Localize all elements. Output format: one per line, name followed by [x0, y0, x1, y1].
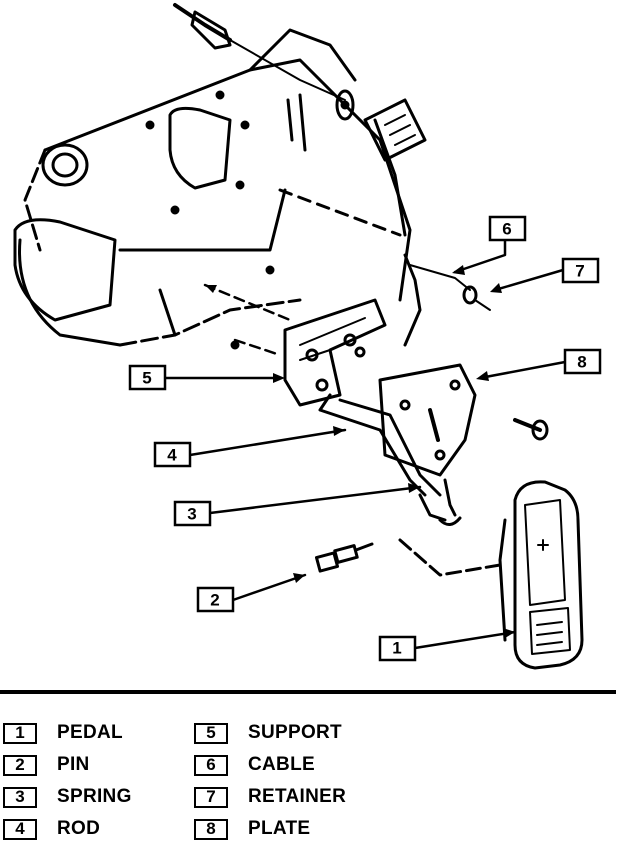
legend-number: 3	[3, 786, 37, 808]
legend-label: RETAINER	[248, 786, 347, 807]
accelerator-pedal-diagram: 1 2 3 4 5 6 7 8	[0, 3, 616, 694]
legend-item-pedal: 1 PEDAL	[3, 720, 123, 746]
callout-6: 6	[502, 220, 511, 239]
legend-label: PLATE	[248, 818, 311, 839]
legend-item-rod: 4 ROD	[3, 816, 100, 842]
return-spring	[438, 478, 462, 526]
pedal	[498, 480, 584, 670]
legend-item-pin: 2 PIN	[3, 752, 90, 778]
firewall-panel	[13, 28, 412, 350]
legend-label: CABLE	[248, 754, 315, 775]
callout-boxes: 1 2 3 4 5 6 7 8	[128, 215, 602, 662]
legend-label: PEDAL	[57, 722, 123, 743]
mounting-plate	[378, 363, 549, 477]
leader-lines	[161, 238, 567, 650]
cable-end	[403, 253, 491, 347]
callout-4: 4	[167, 446, 177, 465]
legend-number: 2	[3, 754, 37, 776]
legend-label: SPRING	[57, 786, 132, 807]
legend-item-spring: 3 SPRING	[3, 784, 132, 810]
legend-label: SUPPORT	[248, 722, 342, 743]
legend-item-support: 5 SUPPORT	[194, 720, 342, 746]
callout-7: 7	[575, 262, 584, 281]
legend-item-plate: 8 PLATE	[194, 816, 310, 842]
legend-label: ROD	[57, 818, 101, 839]
legend-item-retainer: 7 RETAINER	[194, 784, 346, 810]
callout-8: 8	[577, 353, 586, 372]
legend-item-cable: 6 CABLE	[194, 752, 315, 778]
legend-number: 1	[3, 722, 37, 744]
legend-label: PIN	[57, 754, 90, 775]
cable-bracket	[363, 98, 427, 162]
legend: 1 PEDAL 2 PIN 3 SPRING 4 ROD 5 SUPPORT 6…	[0, 715, 624, 846]
legend-number: 8	[194, 818, 228, 840]
callout-3: 3	[187, 505, 196, 524]
callout-5: 5	[142, 369, 151, 388]
callout-2: 2	[210, 591, 219, 610]
legend-number: 4	[3, 818, 37, 840]
pedal-rod	[318, 393, 447, 522]
legend-number: 7	[194, 786, 228, 808]
support-bracket	[283, 298, 387, 407]
legend-number: 5	[194, 722, 228, 744]
pivot-pin	[314, 538, 502, 577]
cable-upper	[173, 3, 355, 121]
legend-number: 6	[194, 754, 228, 776]
callout-1: 1	[392, 639, 401, 658]
arrow-heads	[205, 265, 515, 638]
